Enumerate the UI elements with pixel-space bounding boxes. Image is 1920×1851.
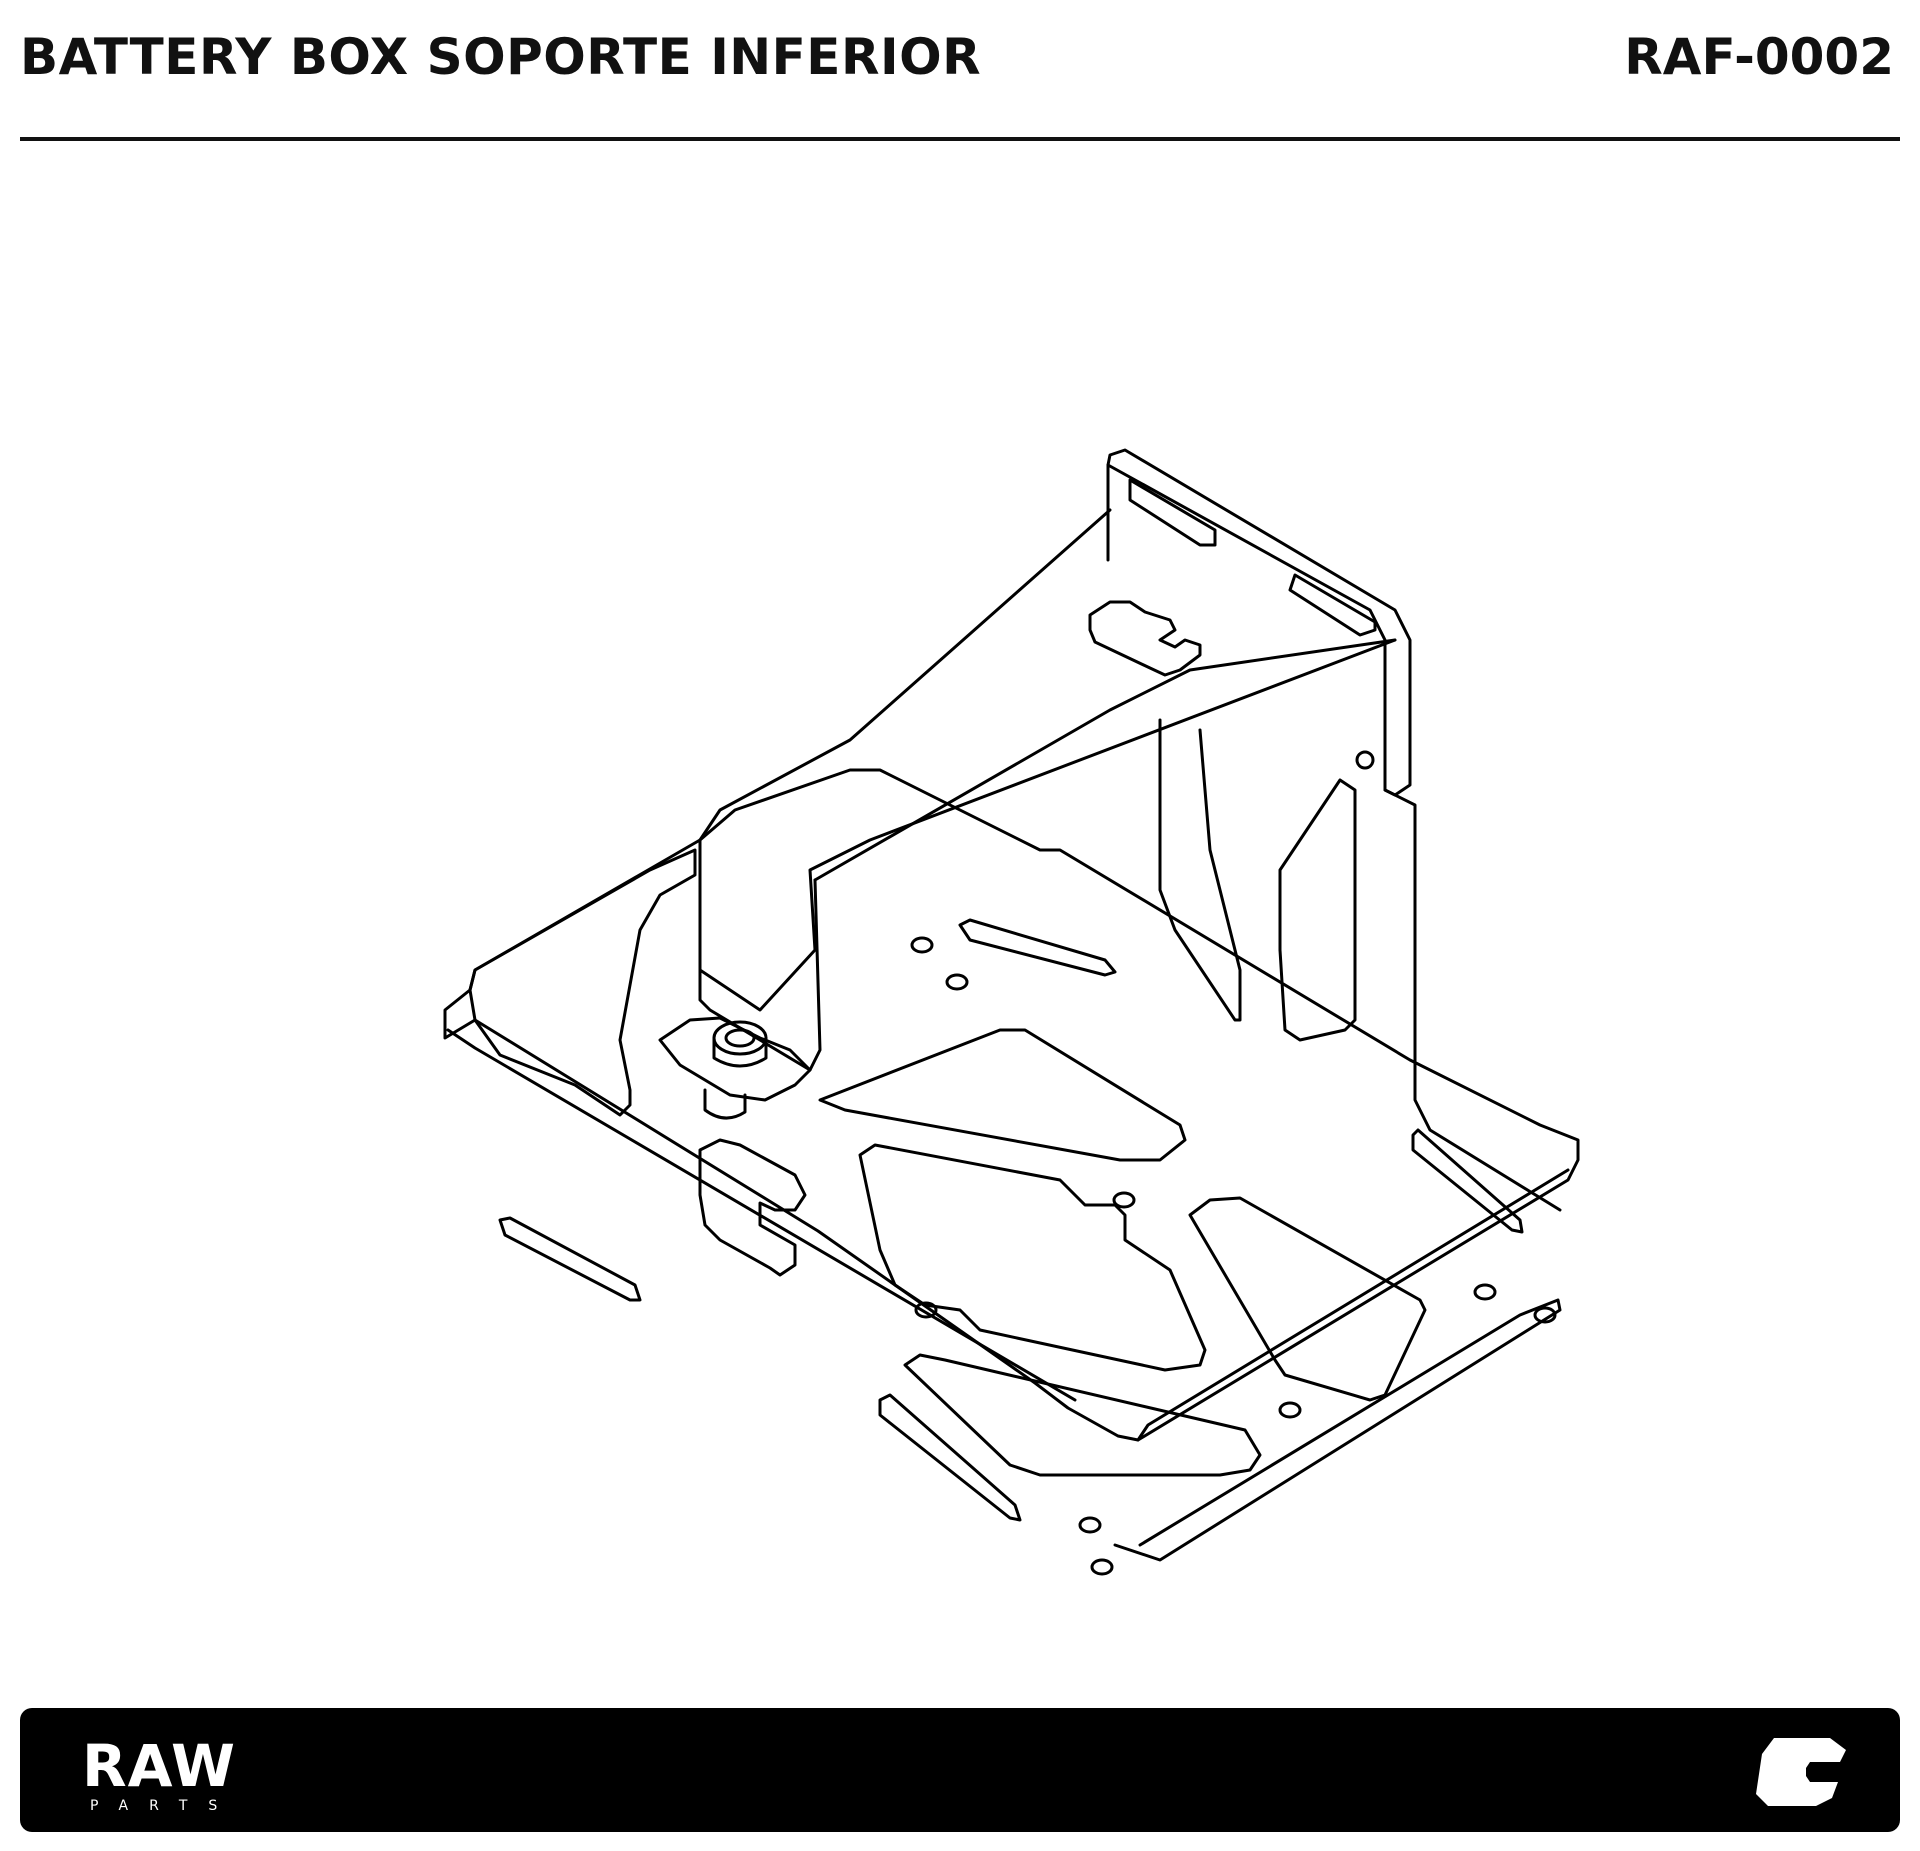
slot-back-1 — [958, 918, 1117, 977]
slot-front-edge — [1113, 1298, 1562, 1562]
top-arm-plate — [698, 508, 1397, 1012]
hole — [1078, 1516, 1102, 1534]
left-slot — [498, 1216, 642, 1302]
hole — [914, 1301, 938, 1319]
brand-tagline: PARTS — [90, 1798, 239, 1814]
part-code: RAF-0002 — [1624, 28, 1894, 86]
footer-bar: RAW PARTS — [20, 1708, 1900, 1832]
top-arm — [1106, 448, 1412, 797]
base-plate-front-edge — [446, 1028, 1077, 1402]
base-plate-right-edge — [1136, 1168, 1570, 1442]
cutout-4 — [903, 1353, 1262, 1477]
hole — [1278, 1401, 1302, 1419]
side-logo-icon — [698, 1138, 807, 1277]
hole — [1533, 1306, 1557, 1324]
page-title: BATTERY BOX SOPORTE INFERIOR — [20, 28, 982, 86]
brand-logo: RAW PARTS — [82, 1732, 239, 1814]
top-arm-vertical — [698, 838, 822, 1072]
slot-right-1 — [1411, 1128, 1524, 1234]
hole — [945, 973, 969, 991]
cutout-2 — [858, 1143, 1207, 1372]
slot-front-1 — [878, 1393, 1022, 1522]
back-wall-cutout-right — [1278, 778, 1357, 1042]
left-flange — [468, 848, 697, 1117]
hole — [1355, 750, 1375, 770]
hole — [910, 936, 934, 954]
header: BATTERY BOX SOPORTE INFERIOR RAF-0002 — [20, 18, 1900, 128]
back-wall — [1106, 463, 1562, 1212]
back-wall-inner — [1158, 718, 1242, 1022]
hole — [1112, 1191, 1136, 1209]
hole — [1090, 1558, 1114, 1576]
top-logo-icon — [1088, 600, 1202, 677]
bolt-icon — [658, 1016, 812, 1120]
bracket-drawing — [443, 448, 1580, 1576]
cutout-1 — [818, 1028, 1187, 1162]
header-divider — [20, 137, 1900, 141]
c-logo-icon — [1756, 1738, 1846, 1806]
top-arm-slot-1 — [1128, 478, 1217, 547]
cutout-3 — [1188, 1196, 1427, 1402]
base-plate-outline — [443, 768, 1580, 1442]
hole — [1473, 1283, 1497, 1301]
top-arm-lower — [813, 638, 1397, 882]
top-arm-slot-2 — [1288, 573, 1377, 637]
brand-name: RAW — [82, 1732, 236, 1800]
